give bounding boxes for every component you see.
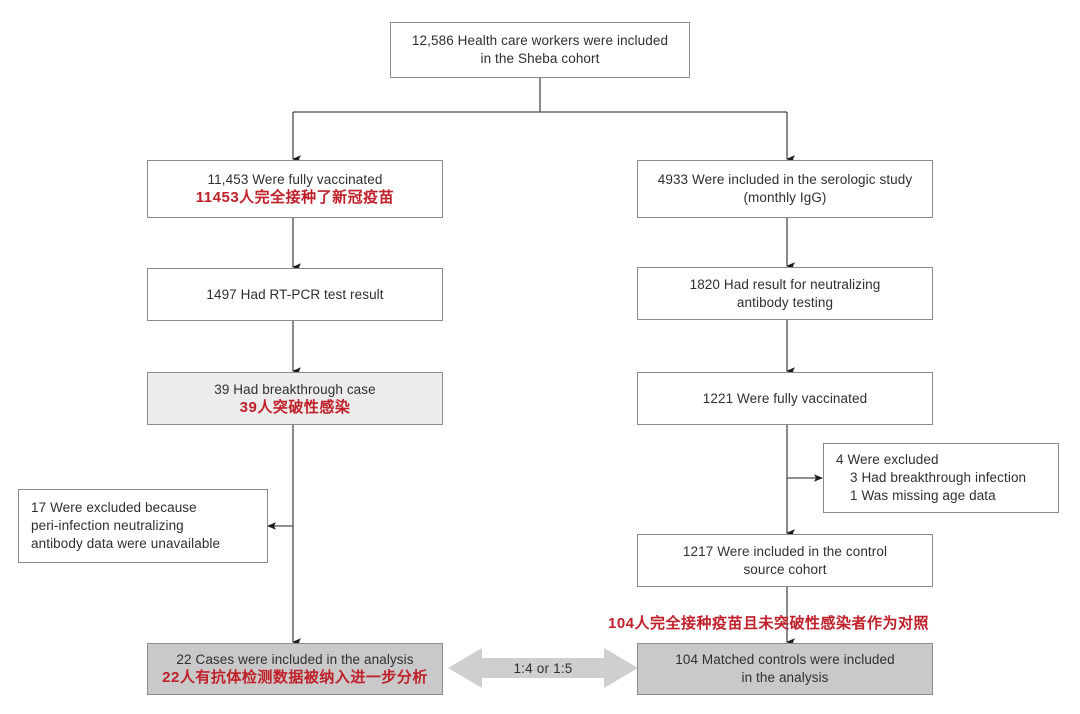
match-ratio-label: 1:4 or 1:5 xyxy=(513,660,573,676)
node-left-cases-analysis-text: 22 Cases were included in the analysis xyxy=(176,652,414,668)
node-right-control-source-cohort: 1217 Were included in the control source… xyxy=(637,534,933,587)
node-right-serologic-study-text: 4933 Were included in the serologic stud… xyxy=(657,172,913,205)
node-right-neutralizing-result: 1820 Had result for neutralizing antibod… xyxy=(637,267,933,320)
node-left-breakthrough: 39 Had breakthrough case 39人突破性感染 xyxy=(147,372,443,425)
node-left-excluded-text: 17 Were excluded because peri-infection … xyxy=(31,500,221,551)
node-left-rtpcr-text: 1497 Had RT-PCR test result xyxy=(206,286,384,302)
node-left-fully-vaccinated: 11,453 Were fully vaccinated 11453人完全接种了… xyxy=(147,160,443,218)
node-right-matched-controls: 104 Matched controls were included in th… xyxy=(637,643,933,695)
node-right-fully-vaccinated-text: 1221 Were fully vaccinated xyxy=(702,390,868,406)
node-right-excluded-line1: 4 Were excluded xyxy=(836,452,939,468)
node-right-excluded-line2: 3 Had breakthrough infection xyxy=(850,470,1027,486)
controls-note-zh: 104人完全接种疫苗且未突破性感染者作为对照 xyxy=(608,615,930,632)
node-left-excluded: 17 Were excluded because peri-infection … xyxy=(18,489,268,563)
node-left-cases-analysis: 22 Cases were included in the analysis 2… xyxy=(147,643,443,695)
node-left-fully-vaccinated-text: 11,453 Were fully vaccinated xyxy=(207,172,383,188)
node-left-breakthrough-text: 39 Had breakthrough case xyxy=(214,381,376,397)
node-right-neutralizing-result-text: 1820 Had result for neutralizing antibod… xyxy=(689,276,881,310)
node-right-fully-vaccinated: 1221 Were fully vaccinated xyxy=(637,372,933,425)
node-left-cases-analysis-zh: 22人有抗体检测数据被纳入进一步分析 xyxy=(162,669,428,686)
node-left-breakthrough-zh: 39人突破性感染 xyxy=(239,398,351,416)
node-left-fully-vaccinated-zh: 11453人完全接种了新冠疫苗 xyxy=(195,189,395,206)
node-sheba-cohort-text: 12,586 Health care workers were included… xyxy=(411,33,669,66)
node-sheba-cohort: 12,586 Health care workers were included… xyxy=(390,22,690,78)
node-left-rtpcr: 1497 Had RT-PCR test result xyxy=(147,268,443,321)
node-right-excluded: 4 Were excluded 3 Had breakthrough infec… xyxy=(823,443,1059,513)
node-right-serologic-study: 4933 Were included in the serologic stud… xyxy=(637,160,933,218)
node-right-excluded-line3: 1 Was missing age data xyxy=(850,487,996,503)
node-right-matched-controls-text: 104 Matched controls were included in th… xyxy=(675,652,895,685)
match-ratio-arrow: 1:4 or 1:5 xyxy=(448,646,638,690)
node-right-control-source-cohort-text: 1217 Were included in the control source… xyxy=(682,543,888,577)
